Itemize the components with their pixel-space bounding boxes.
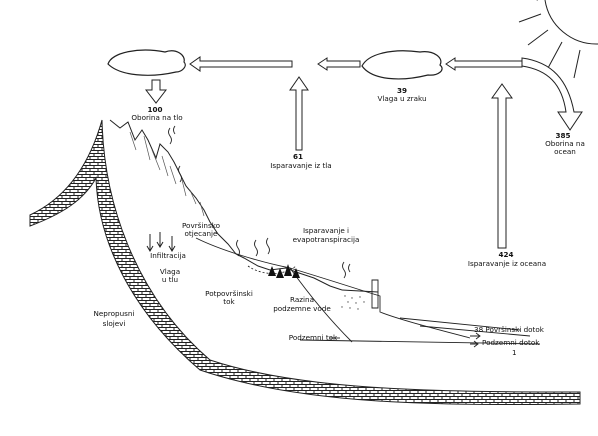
groundwater-flow-arrows: [330, 332, 481, 348]
precipitation-ocean-label-1: Oborina na: [545, 139, 585, 148]
precipitation-ocean-value: 385: [555, 131, 571, 140]
cloud-right-icon: [361, 50, 443, 80]
groundwater-inflow-value: 1: [512, 348, 517, 357]
tree-icons: [268, 264, 300, 278]
evaporation-ocean-label: Isparavanje iz oceana: [467, 259, 547, 268]
evaporation-land-arrow: [289, 76, 309, 151]
surface-runoff-label-2: otjecanje: [184, 229, 218, 238]
soil-moisture-label-1: Vlaga: [159, 267, 181, 276]
ground-lines: [195, 237, 541, 345]
evaporation-squiggles: [168, 125, 351, 279]
subsurface-flow-label-2: tok: [223, 297, 235, 306]
impermeable-layer: [29, 119, 581, 406]
precipitation-land-value: 100: [147, 105, 163, 114]
evaporation-ocean-value: 424: [498, 250, 514, 259]
lake: [247, 265, 297, 274]
water-table-label-2: podzemne vode: [273, 304, 331, 313]
cloud-left-icon: [107, 49, 186, 76]
impermeable-layers-label-1: Nepropusni: [93, 309, 135, 318]
ocean-texture: [341, 295, 365, 310]
surface-inflow-label: 38 Površinski dotok: [474, 325, 544, 334]
groundwater-inflow-label: Podzemni dotok: [482, 338, 540, 347]
precipitation-ocean-arrow: [521, 57, 583, 131]
air-moisture-flow-arrows: [189, 56, 523, 72]
groundwater-flow-label: Podzemni tok: [288, 333, 338, 342]
infiltration-arrows: [146, 232, 176, 252]
soil-moisture-label-2: u tlu: [161, 275, 179, 284]
impermeable-layers-label-2: slojevi: [102, 319, 126, 328]
water-table-label-1: Razina: [290, 295, 314, 304]
evaporation-land-value: 61: [292, 152, 303, 161]
sun-icon: [518, 0, 598, 79]
infiltration-label: Infiltracija: [150, 251, 186, 260]
precipitation-ocean-label-2: ocean: [554, 147, 576, 156]
precipitation-land-arrow: [144, 79, 168, 104]
air-moisture-label: Vlaga u zraku: [377, 94, 427, 103]
evapotranspiration-label-1: Isparavanje i: [302, 226, 350, 235]
evaporation-land-label: Isparavanje iz tla: [270, 161, 332, 170]
precipitation-land-label: Oborina na tlo: [131, 113, 183, 122]
mountain-texture: [129, 131, 205, 217]
evaporation-ocean-arrow: [491, 83, 513, 249]
mountain-outline: [109, 119, 343, 291]
air-moisture-value: 39: [396, 86, 407, 95]
subsurface-flow-label-1: Potpovršinski: [205, 289, 253, 298]
evapotranspiration-label-2: evapotranspiracija: [292, 235, 360, 244]
surface-runoff-label-1: Površinsko: [181, 221, 221, 230]
